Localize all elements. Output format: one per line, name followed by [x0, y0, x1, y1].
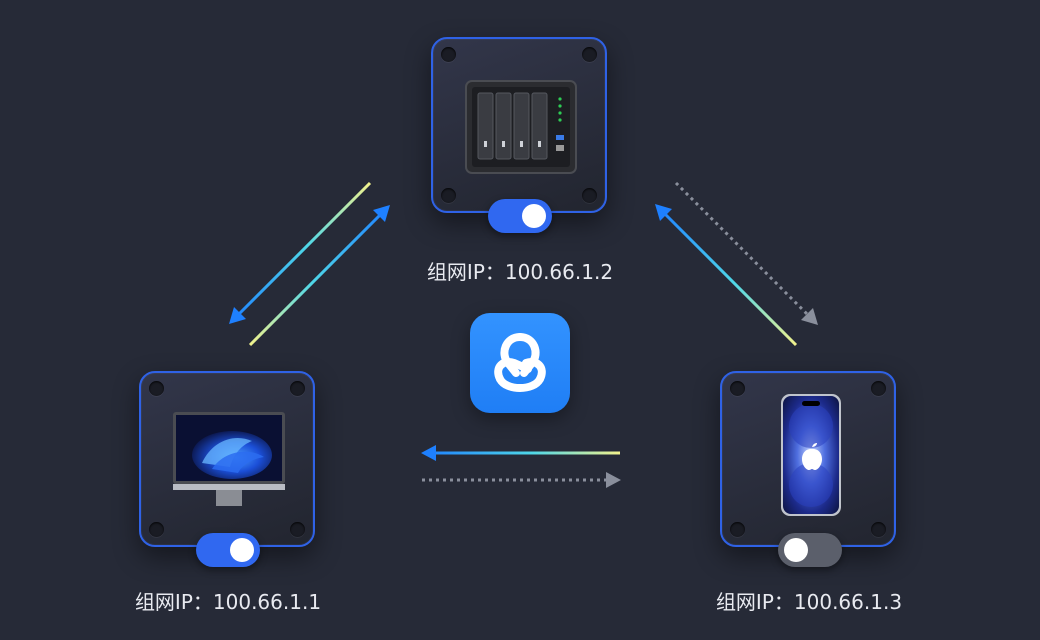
screw-icon: [582, 47, 597, 62]
link-pc-to-phone-dotted: [422, 472, 621, 488]
connection-toggle-phone[interactable]: [778, 533, 842, 567]
screw-icon: [871, 381, 886, 396]
nas-device-icon: [465, 80, 577, 174]
link-nas-to-pc: [229, 181, 372, 324]
node-card-phone: [720, 371, 896, 567]
screw-icon: [441, 47, 456, 62]
link-pc-to-nas: [248, 205, 390, 347]
connection-toggle-pc[interactable]: [196, 533, 260, 567]
ip-label-pc: 组网IP：100.66.1.1: [134, 590, 322, 614]
network-logo-icon: [470, 313, 570, 413]
screw-icon: [290, 381, 305, 396]
toggle-knob: [784, 538, 808, 562]
toggle-knob: [230, 538, 254, 562]
screw-icon: [871, 522, 886, 537]
smartphone-icon: [781, 394, 841, 516]
connection-toggle-nas[interactable]: [488, 199, 552, 233]
link-phone-to-nas: [655, 204, 798, 347]
screw-icon: [149, 381, 164, 396]
screw-icon: [730, 381, 745, 396]
link-nas-to-phone-dotted: [674, 181, 818, 325]
screw-icon: [149, 522, 164, 537]
toggle-knob: [522, 204, 546, 228]
node-card-nas: [431, 37, 607, 233]
screw-icon: [290, 522, 305, 537]
screw-icon: [582, 188, 597, 203]
desktop-monitor-icon: [173, 412, 285, 506]
screw-icon: [441, 188, 456, 203]
ip-label-nas: 组网IP：100.66.1.2: [426, 260, 614, 284]
screw-icon: [730, 522, 745, 537]
network-logo-glyph: [494, 333, 546, 392]
node-card-pc: [139, 371, 315, 567]
link-phone-to-pc: [421, 445, 620, 461]
ip-label-phone: 组网IP：100.66.1.3: [715, 590, 903, 614]
